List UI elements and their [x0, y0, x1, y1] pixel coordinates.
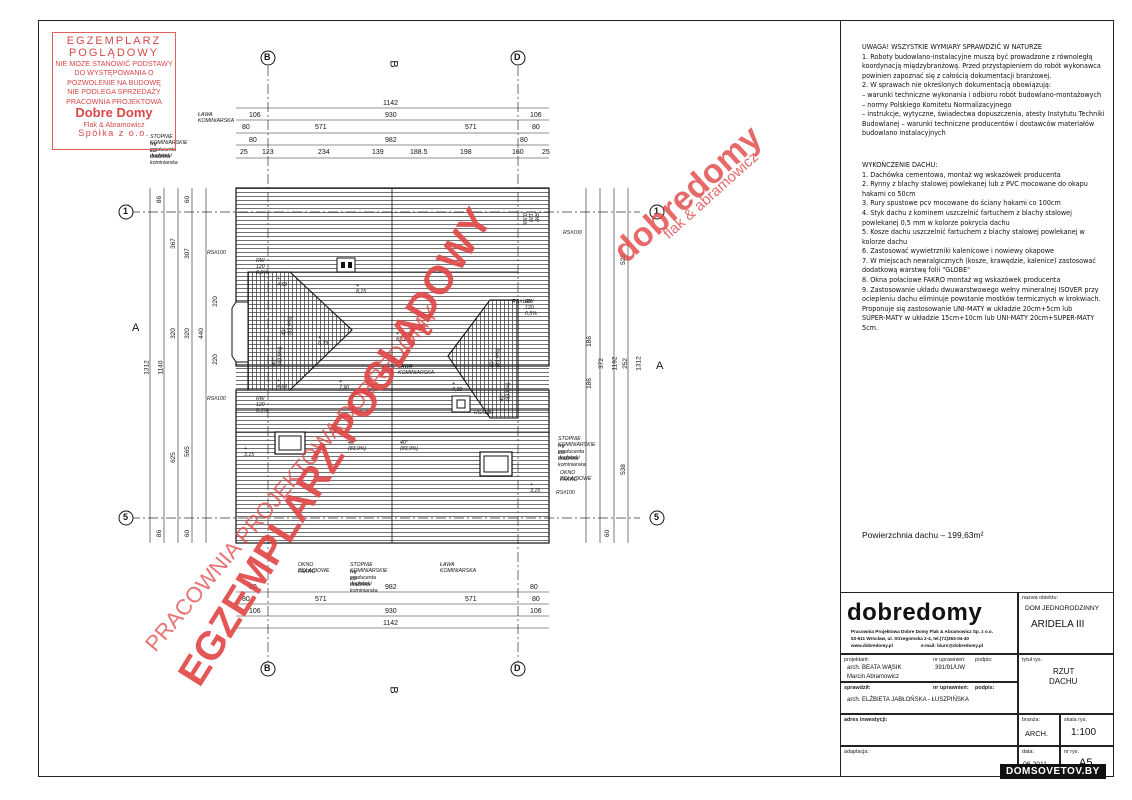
drawing-sheet-frame — [38, 20, 1114, 777]
title-block: dobredomy Pracownia Projektowa Dobre Dom… — [840, 592, 1114, 777]
axis-1-left: 1 — [123, 206, 129, 216]
axis-d-top: D — [514, 52, 521, 62]
axis-b-top: B — [264, 52, 271, 62]
roof-dormer-right — [447, 299, 519, 419]
section-b-top: B — [387, 60, 400, 68]
axis-d-bottom: D — [514, 663, 521, 673]
tb-designer-cell: projektant: arch. BEATA WĄSIK Marcin Abr… — [840, 654, 1018, 682]
roof-finish-notes: WYKOŃCZENIE DACHU:1. Dachówka cementowa,… — [862, 159, 1101, 333]
tb-scale-cell: skala rys. 1:100 — [1060, 714, 1114, 746]
axis-5-left: 5 — [123, 512, 129, 522]
roof-dormer-left — [247, 271, 353, 391]
tb-branch-cell: branża: ARCH. — [1018, 714, 1060, 746]
roof-plan-drawing — [118, 50, 665, 677]
section-a-left: A — [132, 322, 140, 334]
site-watermark: DOMSOVETOV.BY — [1000, 764, 1106, 779]
section-a-right: A — [656, 360, 664, 372]
section-b-bottom: B — [387, 686, 400, 694]
axis-5-right: 5 — [654, 512, 660, 522]
axis-1-right: 1 — [654, 206, 660, 216]
roof-area: Powierzchnia dachu – 199,63m² — [862, 530, 984, 540]
tb-address-cell: adres inwestycji: — [840, 714, 1018, 746]
notes-separator — [840, 20, 841, 777]
chimney-top — [336, 257, 356, 273]
axis-b-bottom: B — [264, 663, 271, 673]
general-notes: UWAGA! WSZYSTKIE WYMIARY SPRAWDZIĆ W NAT… — [862, 42, 1112, 333]
sample-copy-stamp: EGZEMPLARZ POGLĄDOWY NIE MOŻE STANOWIĆ P… — [52, 32, 176, 150]
logo: dobredomy — [847, 599, 983, 626]
tb-checker-cell: sprawdził: nr uprawnień: podpis: arch. E… — [840, 682, 1018, 714]
tb-logo-cell: dobredomy Pracownia Projektowa Dobre Dom… — [840, 592, 1018, 654]
tb-object-cell: nazwa obiektu: DOM JEDNORODZINNY ARIDELA… — [1018, 592, 1114, 654]
tb-adaptation-cell: adaptacja: — [840, 746, 1018, 777]
tb-title-cell: tytuł rys. RZUT DACHU — [1018, 654, 1114, 714]
